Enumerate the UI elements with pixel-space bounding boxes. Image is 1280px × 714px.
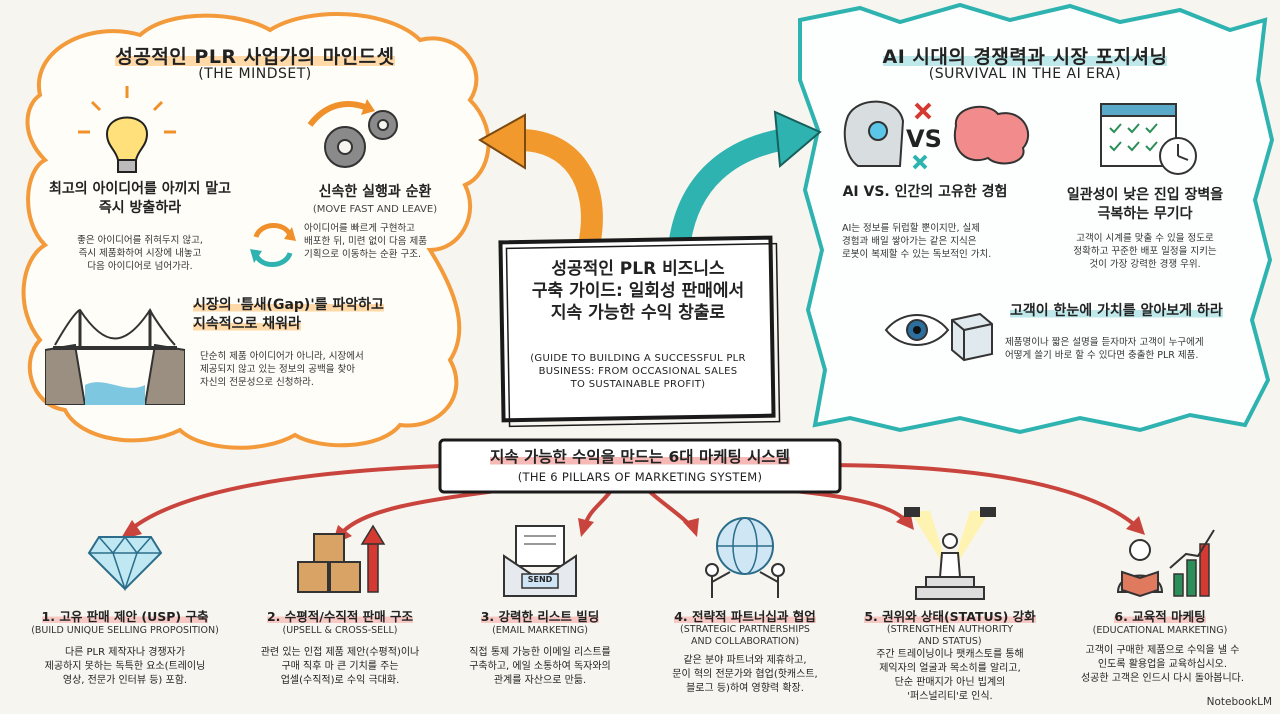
pillar6-subtitle: (EDUCATIONAL MARKETING) bbox=[1092, 625, 1228, 636]
notebooklm-watermark: NotebookLM bbox=[1206, 696, 1272, 708]
diamond-icon bbox=[87, 535, 163, 592]
pillar2-subtitle: (UPSELL & CROSS-SELL) bbox=[282, 625, 398, 636]
pillar4-desc: 같은 분야 파트너와 제휴하고,문이 혁의 전문가와 협업(핫캐스트,블로그 등… bbox=[672, 655, 818, 694]
eye-box-icon bbox=[884, 312, 993, 362]
calendar-clock-icon bbox=[1100, 103, 1197, 175]
pillar5-title: 5. 권위와 상태(STATUS) 강화 bbox=[864, 609, 1036, 624]
mindset-item2-title: 신속한 실행과 순환 bbox=[318, 184, 432, 200]
pillar2-title: 2. 수평적/수직적 판매 구조 bbox=[266, 609, 414, 624]
gears-icon bbox=[307, 99, 398, 168]
ai-item3-title: 고객이 한눈에 가치를 알아보게 하라 bbox=[1010, 303, 1223, 319]
lightbulb-icon bbox=[78, 86, 176, 173]
ai-subtitle: (SURVIVAL IN THE AI ERA) bbox=[928, 66, 1122, 82]
mindset-title: 성공적인 PLR 사업가의 마인드셋 bbox=[115, 46, 395, 68]
robot-vs-brain-icon bbox=[843, 100, 1029, 170]
pillar6-title: 6. 교육적 마케팅 bbox=[1114, 609, 1206, 624]
ai-title: AI 시대의 경쟁력과 시장 포지셔닝 bbox=[882, 46, 1168, 68]
pillar3-subtitle: (EMAIL MARKETING) bbox=[492, 625, 588, 636]
pillar3-title: 3. 강력한 리스트 빌딩 bbox=[480, 609, 600, 624]
spotlight-podium-icon bbox=[904, 507, 996, 600]
mindset-item2-subtitle: (MOVE FAST AND LEAVE) bbox=[312, 204, 438, 215]
pillars-title: 지속 가능한 수익을 만드는 6대 마케팅 시스템 bbox=[490, 448, 790, 466]
ai-item1-title: AI VS. 인간의 고유한 경험 bbox=[842, 184, 1008, 200]
reader-growth-icon bbox=[1116, 529, 1215, 598]
envelope-icon bbox=[503, 525, 577, 597]
pillars-subtitle: (THE 6 PILLARS OF MARKETING SYSTEM) bbox=[517, 470, 763, 484]
pillar4-title: 4. 전략적 파트너십과 협업 bbox=[674, 609, 816, 624]
send-label: SEND bbox=[527, 575, 553, 584]
mindset-subtitle: (THE MINDSET) bbox=[198, 66, 312, 82]
globe-handshake-icon bbox=[705, 517, 785, 598]
bridge-icon bbox=[45, 308, 185, 405]
cycle-arrows-icon bbox=[250, 223, 296, 267]
pillar1-subtitle: (BUILD UNIQUE SELLING PROPOSITION) bbox=[31, 625, 219, 636]
mindset-item3-title: 시장의 '틈새(Gap)'를 파악하고 지속적으로 채워라 bbox=[193, 297, 384, 332]
boxes-arrow-icon bbox=[297, 524, 386, 593]
pillar1-title: 1. 고유 판매 제안 (USP) 구축 bbox=[41, 609, 209, 624]
vs-label: VS bbox=[906, 125, 942, 153]
